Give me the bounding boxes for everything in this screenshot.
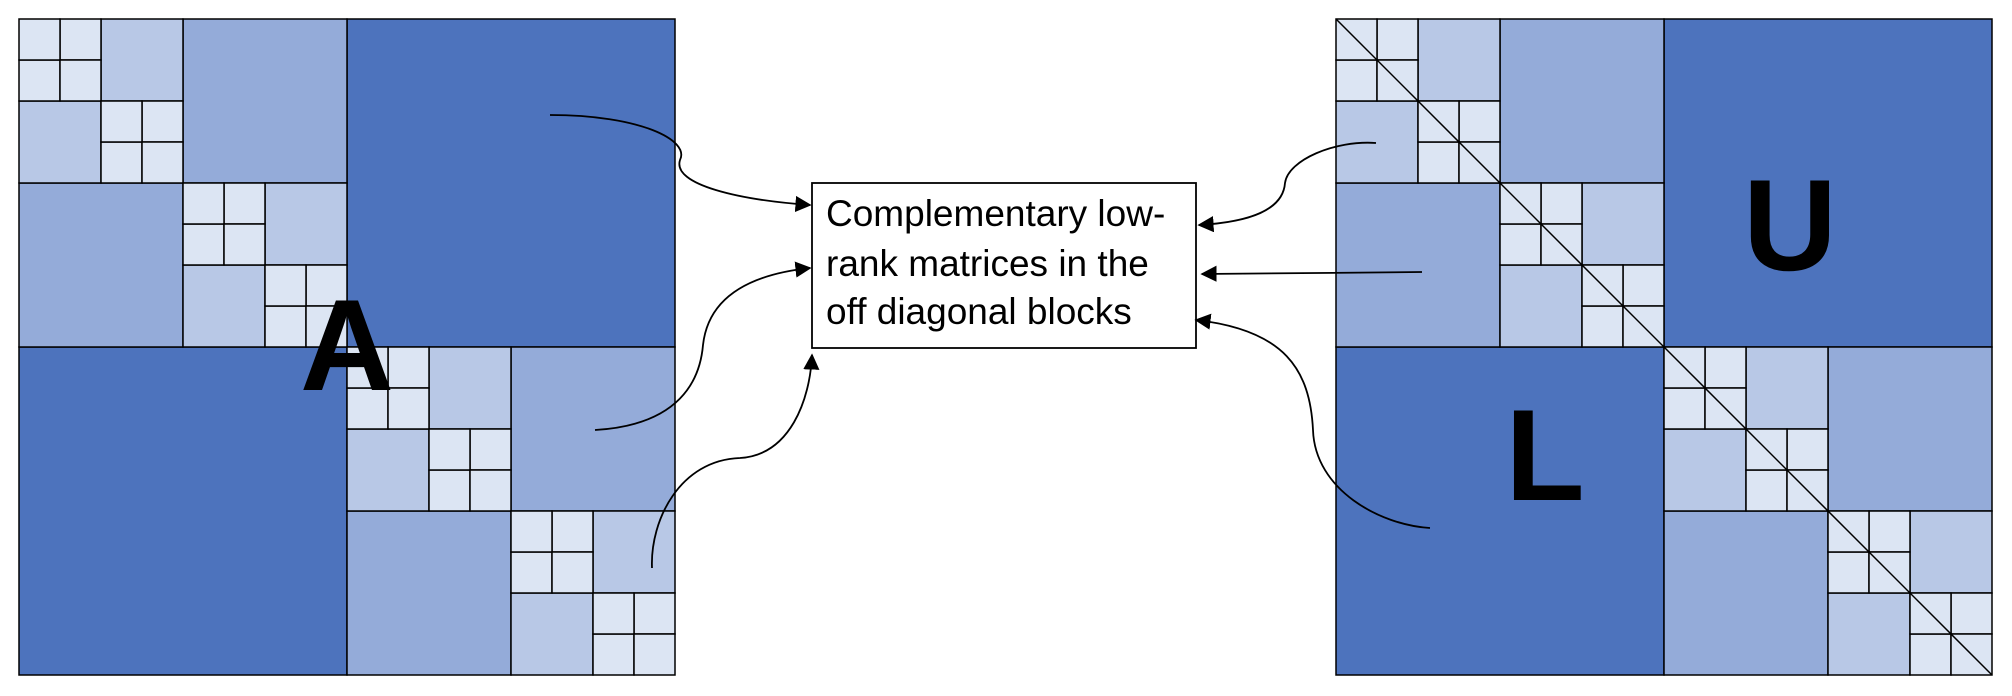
offdiag-block-level-3 <box>264 182 348 266</box>
diag-leaf-block <box>59 59 102 102</box>
diag-leaf-block <box>305 305 348 348</box>
offdiag-block-level-4 <box>469 428 512 471</box>
offdiag-block-level-2 <box>1663 510 1829 676</box>
offdiag-block-level-4 <box>1458 100 1501 143</box>
offdiag-block-level-4 <box>182 223 225 266</box>
label-a: A <box>300 272 394 418</box>
offdiag-block-level-3 <box>510 592 594 676</box>
matrix-lu-blocks <box>1335 18 1993 676</box>
diag-leaf-block <box>264 264 307 307</box>
arrow-a-middle-block <box>594 261 812 431</box>
callout: Complementary low- rank matrices in the … <box>811 182 1197 349</box>
arrow-a-upper-block <box>549 114 812 213</box>
callout-line-2: rank matrices in the <box>826 243 1149 284</box>
offdiag-block-level-4 <box>1827 551 1870 594</box>
offdiag-block-level-2 <box>18 182 184 348</box>
offdiag-block-level-4 <box>1335 59 1378 102</box>
offdiag-block-level-4 <box>141 100 184 143</box>
arrow-lu-middle <box>1200 265 1423 282</box>
offdiag-block-level-3 <box>1335 100 1419 184</box>
diag-leaf-block <box>428 428 471 471</box>
lu-diagonal-line <box>1335 18 1993 676</box>
diag-leaf-block <box>510 510 553 553</box>
offdiag-block-level-3 <box>1499 264 1583 348</box>
offdiag-block-level-4 <box>1376 18 1419 61</box>
offdiag-block-level-3 <box>1581 182 1665 266</box>
offdiag-block-level-4 <box>551 510 594 553</box>
diag-leaf-block <box>469 469 512 512</box>
offdiag-block-level-4 <box>592 633 635 676</box>
offdiag-block-level-1 <box>18 346 348 676</box>
offdiag-block-level-4 <box>510 551 553 594</box>
offdiag-block-level-4 <box>1745 469 1788 512</box>
offdiag-block-level-2 <box>1499 18 1665 184</box>
offdiag-block-level-4 <box>1868 510 1911 553</box>
arrows <box>549 114 1431 569</box>
offdiag-block-level-3 <box>182 264 266 348</box>
offdiag-block-level-2 <box>510 346 676 512</box>
offdiag-block-level-3 <box>1417 18 1501 102</box>
callout-line-1: Complementary low- <box>826 193 1165 234</box>
offdiag-block-level-4 <box>1540 182 1583 225</box>
diag-leaf-block <box>387 387 430 430</box>
offdiag-block-level-4 <box>1663 387 1706 430</box>
offdiag-block-level-2 <box>1335 182 1501 348</box>
offdiag-block-level-4 <box>1786 428 1829 471</box>
callout-box <box>811 182 1197 349</box>
offdiag-block-level-4 <box>1909 633 1952 676</box>
diag-leaf-block <box>633 633 676 676</box>
arrow-lu-top <box>1197 141 1377 233</box>
label-u: U <box>1743 152 1837 298</box>
offdiag-block-level-3 <box>1827 592 1911 676</box>
offdiag-block-level-4 <box>1417 141 1460 184</box>
callout-line-3: off diagonal blocks <box>826 291 1132 332</box>
offdiag-block-level-4 <box>1950 592 1993 635</box>
offdiag-block-level-3 <box>428 346 512 430</box>
offdiag-block-level-4 <box>1622 264 1665 307</box>
offdiag-block-level-3 <box>1745 346 1829 430</box>
diag-leaf-block <box>551 551 594 594</box>
diag-leaf-block <box>18 18 61 61</box>
offdiag-block-level-3 <box>100 18 184 102</box>
arrow-lu-lower <box>1194 313 1431 529</box>
offdiag-block-level-1 <box>1663 18 1993 348</box>
offdiag-block-level-4 <box>1499 223 1542 266</box>
offdiag-block-level-4 <box>428 469 471 512</box>
label-l: L <box>1505 382 1584 528</box>
diag-leaf-block <box>223 223 266 266</box>
offdiag-block-level-3 <box>346 428 430 512</box>
offdiag-block-level-4 <box>18 59 61 102</box>
offdiag-block-level-2 <box>1827 346 1993 512</box>
offdiag-block-level-2 <box>346 510 512 676</box>
arrow-a-lower-block <box>651 353 820 569</box>
offdiag-block-level-4 <box>59 18 102 61</box>
diag-leaf-block <box>141 141 184 184</box>
diag-leaf-block <box>592 592 635 635</box>
offdiag-block-level-2 <box>182 18 348 184</box>
offdiag-block-level-3 <box>18 100 102 184</box>
offdiag-block-level-3 <box>1663 428 1747 512</box>
offdiag-block-level-3 <box>1909 510 1993 594</box>
offdiag-block-level-1 <box>1335 346 1665 676</box>
offdiag-block-level-4 <box>387 346 430 389</box>
offdiag-block-level-4 <box>223 182 266 225</box>
offdiag-block-level-4 <box>633 592 676 635</box>
diag-leaf-block <box>182 182 225 225</box>
offdiag-block-level-1 <box>346 18 676 348</box>
offdiag-block-level-4 <box>1581 305 1624 348</box>
offdiag-block-level-4 <box>1704 346 1747 389</box>
diag-leaf-block <box>346 346 389 389</box>
offdiag-block-level-4 <box>100 141 143 184</box>
matrix-a-blocks <box>18 18 676 676</box>
diag-leaf-block <box>100 100 143 143</box>
offdiag-block-level-3 <box>592 510 676 594</box>
